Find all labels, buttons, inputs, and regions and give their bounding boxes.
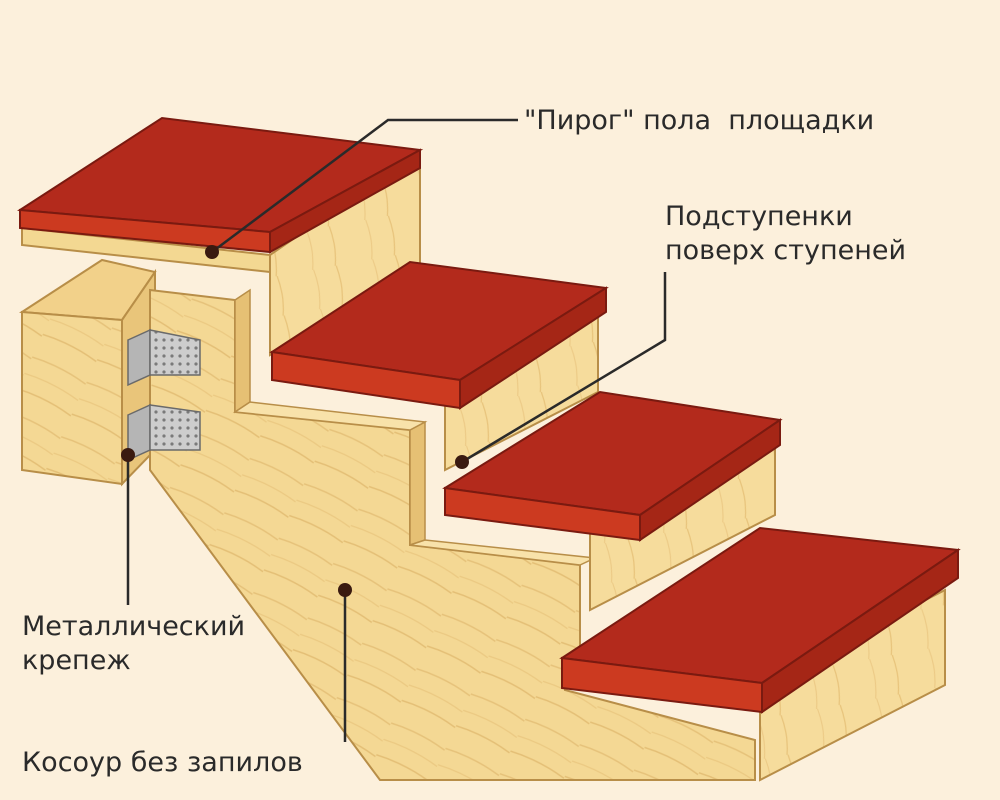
risers-label-line2: поверх ступеней [665,235,906,266]
stringer-label: Косоур без запилов [22,746,303,780]
risers-label-line1: Подступенки [665,201,853,232]
landing-floor-label: "Пирог" пола площадки [524,104,874,138]
fastener-label-line1: Металлический [22,611,245,642]
fastener-label-line2: крепеж [22,645,131,676]
